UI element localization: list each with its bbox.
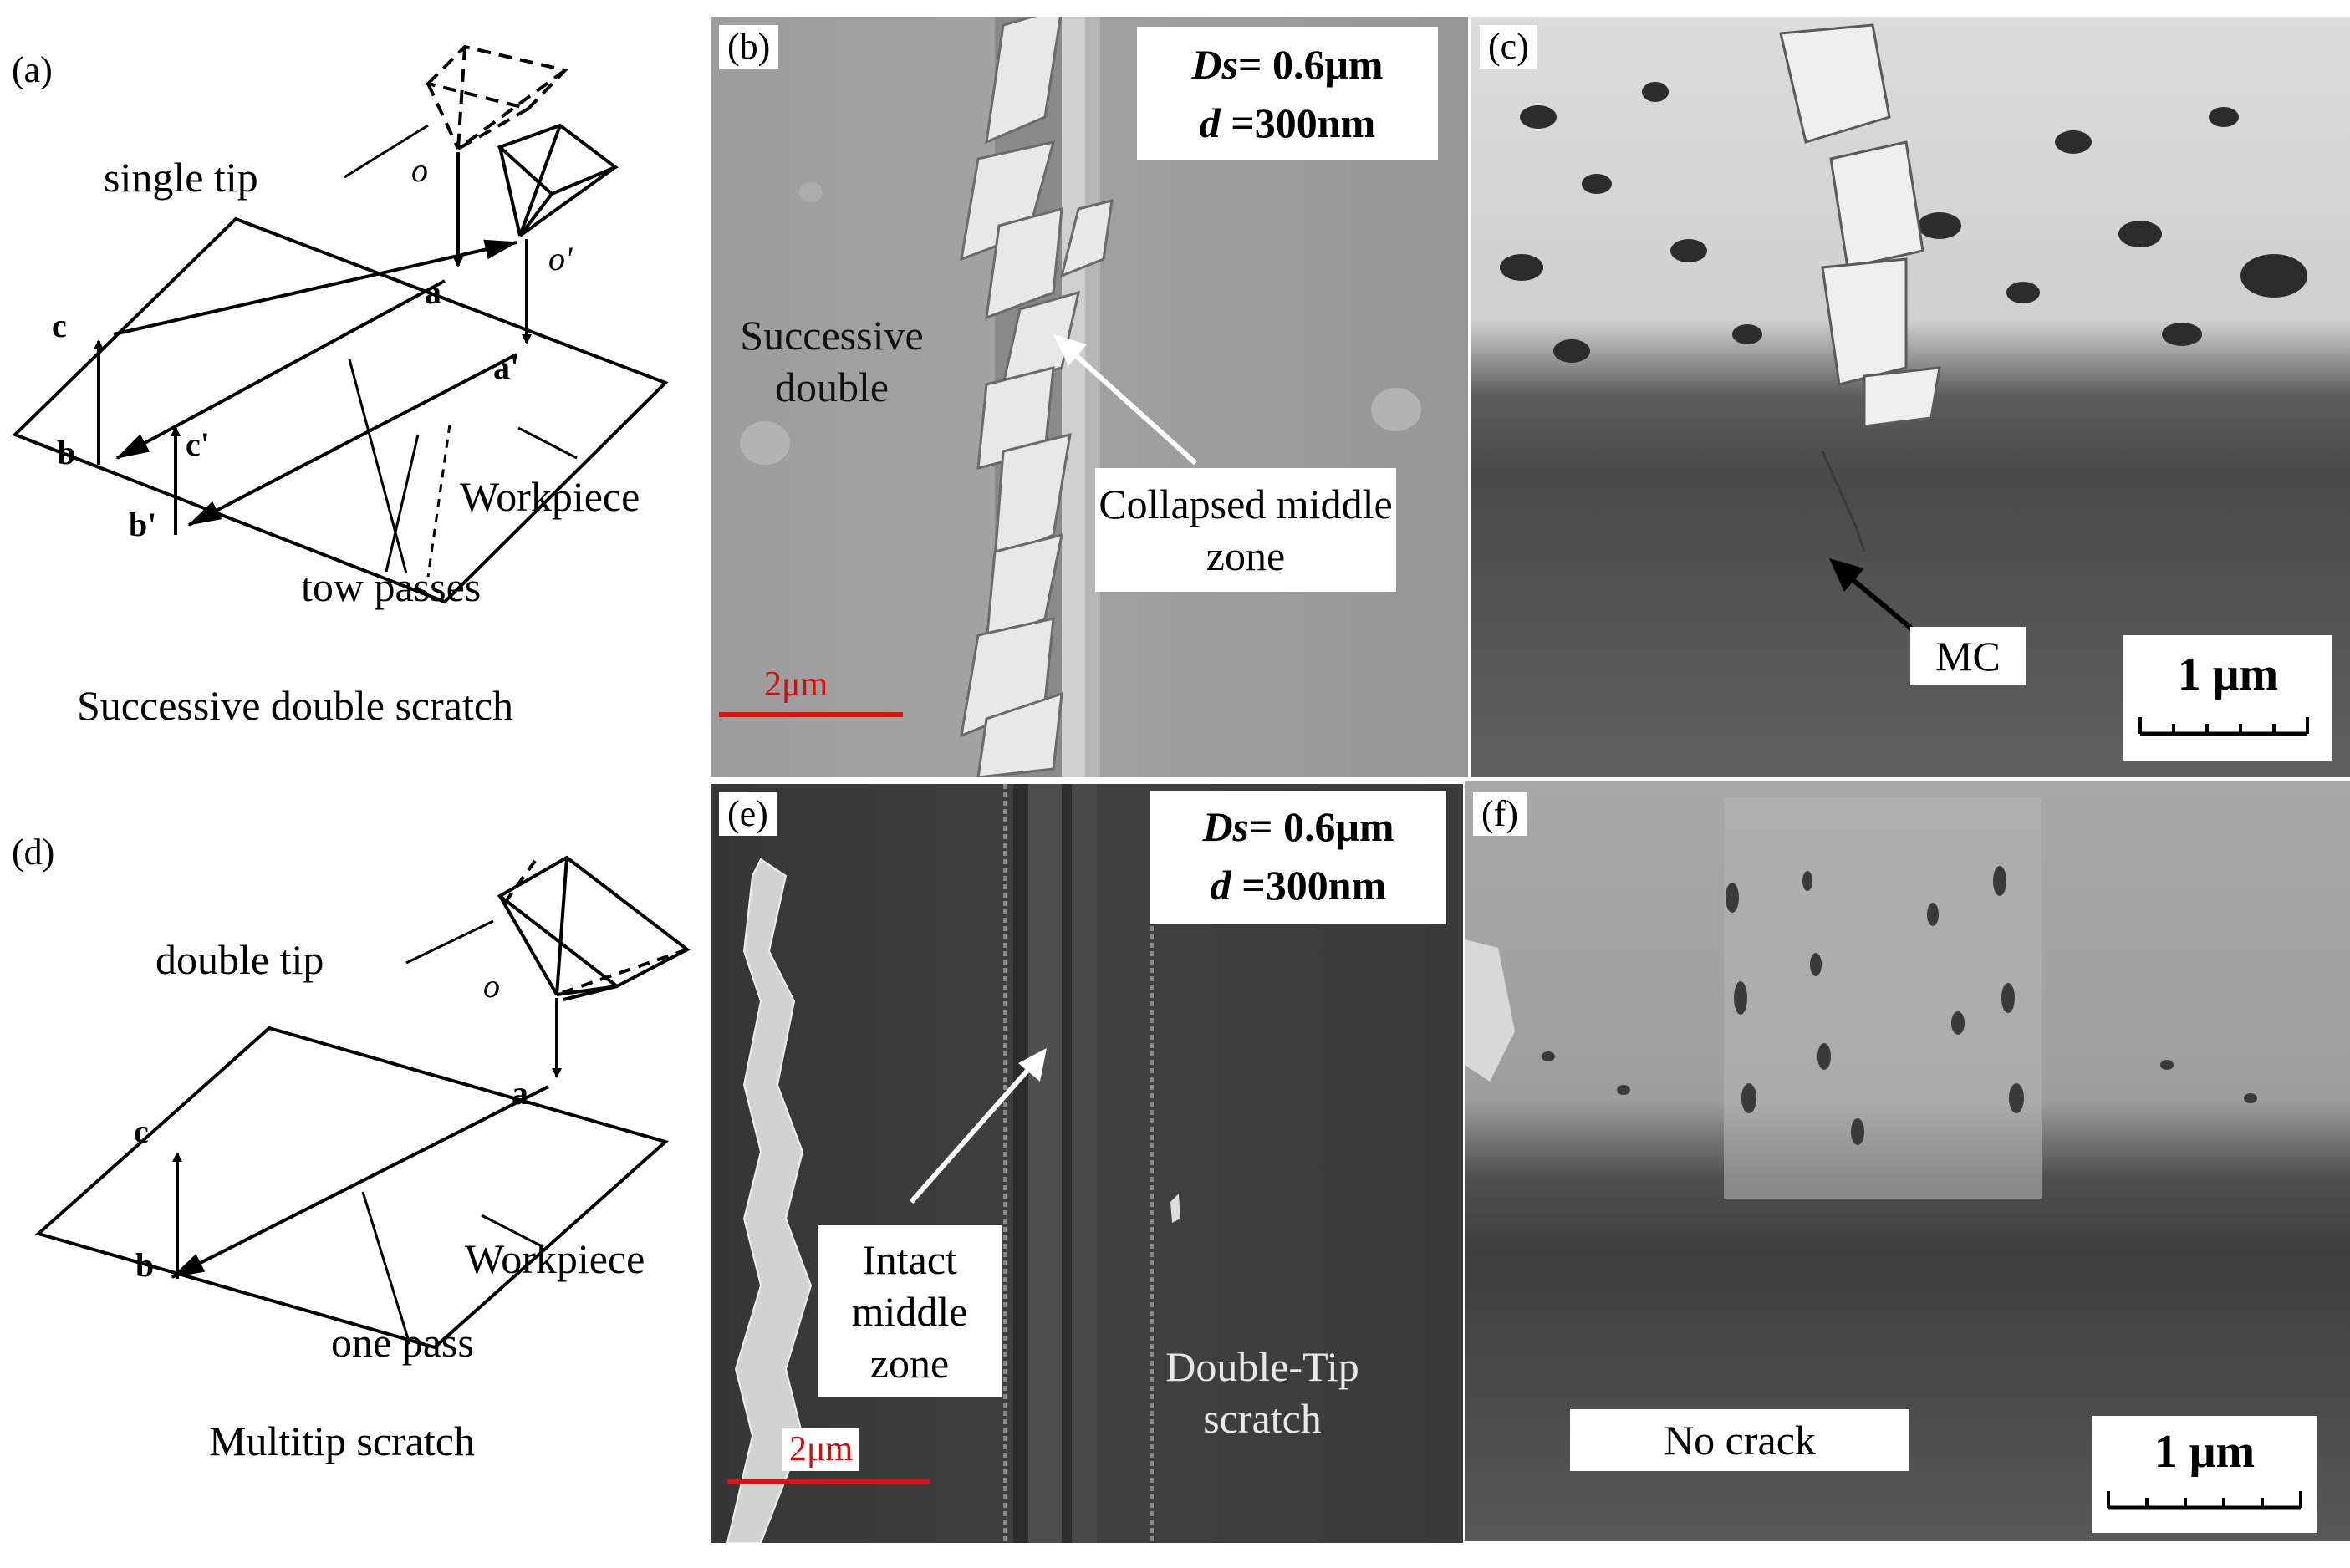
successive-double-text: Successive double [740, 312, 924, 410]
point-c-prime-label: c' [186, 425, 210, 463]
passes-label-d: one pass [331, 1319, 474, 1366]
panel-e-sem-image: (e) Ds= 0.6μm d =300nm Intact middle zon… [711, 784, 1463, 1543]
point-o-prime-label: o' [548, 240, 573, 277]
panel-c-label: (c) [1480, 25, 1537, 69]
point-a-label-d: a [512, 1074, 528, 1112]
panel-b-sem-image: (b) Ds= 0.6μm d =300nm Successive double… [711, 17, 1468, 777]
passes-label: tow passes [301, 563, 482, 610]
scale-box-c [2123, 635, 2332, 761]
panel-c-sem-image: (c) MC 1 μm [1471, 17, 2350, 777]
d-param-e: d =300nm [1210, 862, 1387, 909]
scale-label-b: 2μm [764, 665, 828, 704]
panel-b-label: (b) [719, 25, 779, 69]
collapsed-middle-zone-callout: Collapsed middle zone [1095, 468, 1396, 592]
workpiece-plane [12, 216, 669, 604]
scale-bar-c [2138, 717, 2309, 736]
point-b-label-d: b [135, 1246, 155, 1284]
no-crack-surface-texture [1465, 797, 2257, 1199]
scale-bar-b [719, 712, 903, 717]
workpiece-plane-d [34, 1026, 670, 1350]
point-a-prime-label: a' [493, 349, 520, 386]
diagram-caption: Successive double scratch [77, 682, 514, 729]
single-tip-solid [497, 123, 619, 237]
single-tip-label: single tip [104, 154, 258, 201]
intact-scratch-texture [726, 784, 1180, 1543]
multitip-scratch-diagram [34, 855, 691, 1350]
point-c-label: c [52, 307, 67, 344]
scale-bar-f [2107, 1491, 2302, 1510]
workpiece-label-d: Workpiece [465, 1235, 645, 1282]
panel-f-label: (f) [1473, 792, 1527, 836]
point-o-label-d: o [483, 967, 500, 1005]
param-box-e: Ds= 0.6μm d =300nm [1150, 791, 1446, 924]
no-crack-callout: No crack [1570, 1409, 1909, 1471]
point-b-prime-label: b' [129, 506, 157, 543]
double-tip [497, 855, 691, 1001]
panel-a: (a) [0, 0, 711, 777]
successive-double-scratch-diagram [12, 44, 669, 604]
callout-arrow-e [909, 1048, 1047, 1204]
porous-surface-texture [1500, 23, 2307, 552]
scale-label-f: 1 μm [2154, 1426, 2256, 1478]
double-tip-scratch-text: Double-Tip scratch [1165, 1343, 1359, 1442]
scale-label-c: 1 μm [2177, 649, 2279, 700]
panel-d: (d) double tip o a c b Workpiece [0, 786, 711, 1568]
point-b-label: b [57, 434, 76, 471]
scale-label-e: 2μm [782, 1428, 860, 1471]
ds-param-e: Ds= 0.6μm [1202, 803, 1394, 850]
mc-callout: MC [1910, 627, 2026, 685]
double-tip-label: double tip [155, 936, 324, 983]
callout-arrow-c [1829, 558, 1916, 634]
collapsed-scratch-texture [740, 17, 1421, 777]
callout-arrow-b [1053, 334, 1198, 466]
diagram-caption-d: Multitip scratch [209, 1418, 475, 1464]
ds-param: Ds= 0.6μm [1191, 41, 1384, 88]
single-tip-dashed [425, 44, 568, 150]
panel-e-label: (e) [719, 792, 777, 836]
d-param: d =300nm [1199, 99, 1376, 146]
scale-box-f [2092, 1416, 2317, 1533]
param-box-b: Ds= 0.6μm d =300nm [1137, 27, 1438, 160]
intact-middle-zone-callout: Intact middle zone [818, 1225, 1002, 1397]
scale-bar-e [727, 1479, 930, 1484]
point-o-label: o [411, 151, 428, 189]
point-a-label: a [425, 273, 441, 311]
panel-a-label: (a) [12, 49, 53, 90]
point-c-label-d: c [134, 1112, 149, 1150]
panel-f-sem-image: (f) No crack 1 μm [1465, 781, 2350, 1541]
panel-d-label: (d) [12, 832, 55, 873]
workpiece-label: Workpiece [460, 473, 640, 520]
